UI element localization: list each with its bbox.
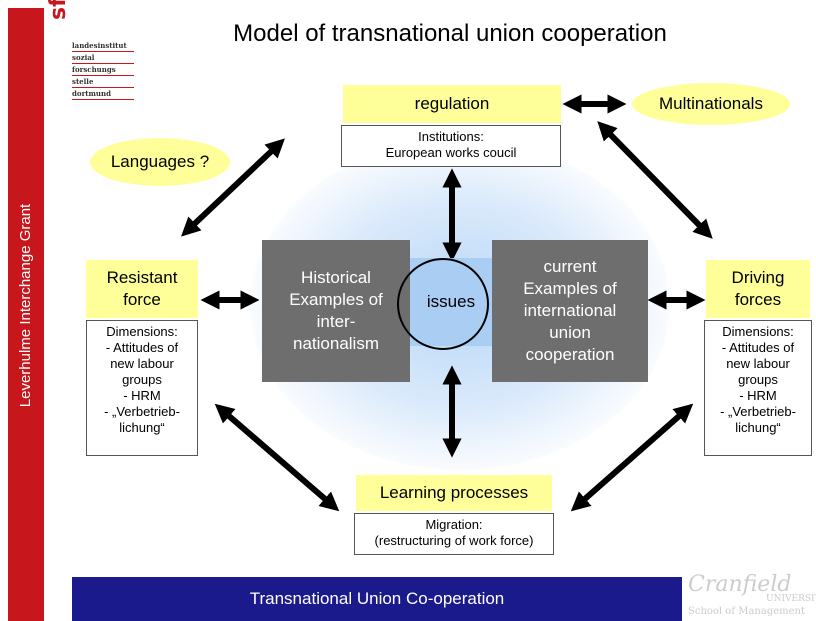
logo-lines: landesinstitut sozial forschungs stelle …: [72, 40, 134, 100]
footer-bar: Transnational Union Co-operation: [72, 577, 682, 621]
driving-forces-label: Driving: [731, 268, 785, 287]
dimension-line: - „Verbetrieb-: [720, 404, 796, 419]
dimension-line: new labour: [110, 356, 174, 371]
dimension-line: new labour: [726, 356, 790, 371]
driving-forces-label: forces: [734, 290, 782, 309]
institutions-line: European works coucil: [385, 145, 517, 160]
resistant-dimensions-box: Dimensions: - Attitudes of new labour gr…: [86, 320, 198, 456]
regulation-box: regulation: [343, 85, 561, 123]
migration-line: Migration:: [425, 517, 483, 532]
historical-line: Examples of: [289, 290, 383, 309]
languages-ellipse: Languages ?: [90, 138, 230, 186]
resistant-force-label: force: [123, 290, 161, 309]
historical-line: Historical: [301, 268, 371, 287]
dimension-line: - HRM: [123, 388, 161, 403]
multinationals-ellipse: Multinationals: [632, 83, 790, 125]
double-headed-arrow-icon: [181, 138, 285, 237]
dimension-line: groups: [738, 372, 778, 387]
dimension-line: Dimensions:: [106, 324, 178, 339]
logo-line: sozial: [72, 52, 134, 64]
institutions-line: Institutions:: [418, 129, 484, 144]
cranfield-university-text: UNIVERSITY: [766, 594, 816, 604]
cranfield-watermark: Cranfield UNIVERSITY School of Managemen…: [688, 570, 816, 621]
learning-processes-box: Learning processes: [356, 475, 552, 511]
current-line: Examples of: [523, 279, 617, 298]
page-title: Model of transnational union cooperation: [233, 20, 667, 47]
dimension-line: lichung“: [119, 420, 165, 435]
dimension-line: - Attitudes of: [721, 340, 795, 355]
logo-line: landesinstitut: [72, 40, 134, 52]
current-examples-box: current Examples of international union …: [492, 240, 648, 382]
logo-line: stelle: [72, 76, 134, 88]
double-headed-arrow-icon: [597, 121, 713, 239]
logo-line: forschungs: [72, 64, 134, 76]
migration-box: Migration: (restructuring of work force): [354, 513, 554, 555]
driving-dimensions-box: Dimensions: - Attitudes of new labour gr…: [704, 320, 812, 456]
dimension-line: - HRM: [739, 388, 777, 403]
historical-line: inter-: [316, 312, 356, 331]
double-headed-arrow-icon: [214, 403, 340, 512]
dimension-line: lichung“: [735, 420, 781, 435]
current-line: cooperation: [525, 345, 615, 364]
logo-line: dortmund: [72, 88, 134, 100]
migration-line: (restructuring of work force): [374, 533, 534, 548]
historical-line: nationalism: [293, 334, 379, 353]
cranfield-logo-text: Cranfield: [688, 572, 792, 597]
resistant-force-box: Resistant force: [86, 260, 198, 318]
dimension-line: groups: [122, 372, 162, 387]
dimension-line: - „Verbetrieb-: [104, 404, 180, 419]
double-headed-arrow-icon: [570, 403, 694, 512]
cranfield-school-text: School of Management: [688, 606, 805, 617]
historical-examples-box: Historical Examples of inter- nationalis…: [262, 240, 410, 382]
dimension-line: - Attitudes of: [105, 340, 179, 355]
current-line: union: [549, 323, 591, 342]
driving-forces-box: Driving forces: [706, 260, 810, 318]
sidebar: [8, 8, 44, 621]
resistant-force-label: Resistant: [106, 268, 178, 287]
institutions-box: Institutions: European works coucil: [341, 125, 561, 167]
dimension-line: Dimensions:: [722, 324, 794, 339]
issues-circle: [397, 258, 489, 350]
current-line: current: [543, 257, 597, 276]
current-line: international: [523, 301, 617, 320]
